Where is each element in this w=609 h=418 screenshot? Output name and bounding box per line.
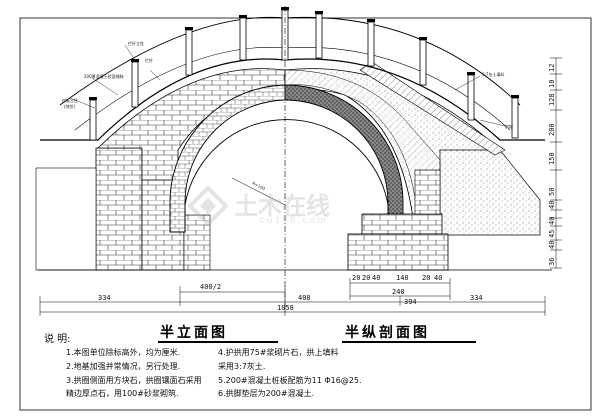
notes-heading: 说 明: xyxy=(44,334,71,345)
watermark: 土木在线 co188.com xyxy=(187,185,330,230)
note-item: 采用3:7灰土. xyxy=(218,362,266,371)
watermark-logo-icon xyxy=(187,185,229,227)
note-item: 6.拱脚垫层为200#混凝土. xyxy=(218,389,315,398)
dim-base-e: 40 xyxy=(434,274,442,282)
arch-intrados xyxy=(184,119,389,232)
vertical-dimensions xyxy=(550,57,562,269)
radius-leader xyxy=(231,177,286,206)
note-item: 3.拱圈侧面用方块石，拱圈镶面石采用 xyxy=(66,376,202,385)
watermark-sub-text: co188.com xyxy=(260,216,328,226)
dim-base-d: 20 xyxy=(422,274,430,282)
right-view-title: 半纵剖面图 xyxy=(345,325,430,341)
dim-left-span: 334 xyxy=(98,294,111,302)
dim-v-lower: 150 xyxy=(548,152,556,165)
callout-parapet: 栏板立柱 xyxy=(62,97,78,103)
dim-base-a: 20 xyxy=(352,274,360,282)
dim-half-opening: 400/2 xyxy=(200,283,221,291)
dim-center-span: 400 xyxy=(298,294,311,302)
note-item: 5.200#混凝土桩板配筋为11 Φ16@25. xyxy=(218,376,362,385)
watermark-main-text: 土木在线 xyxy=(234,192,330,220)
dim-v-45: 45 xyxy=(548,230,556,238)
sheet-border xyxy=(19,17,592,411)
right-foundation-upper xyxy=(361,213,443,235)
callout-deck-layer: 200厚混凝土桥面铺装 xyxy=(84,73,124,79)
note-item: 精边厚点石，用100#砂浆砌筑. xyxy=(66,389,179,398)
dim-v-50: 50 xyxy=(548,188,556,196)
callout-slope: 护坡 xyxy=(505,123,513,129)
right-foundation-lower xyxy=(347,233,449,271)
dim-right-span: 334 xyxy=(470,294,483,302)
note-item: 4.护拱用75#浆砌片石，拱上填料 xyxy=(218,348,339,357)
left-view-title: 半立面图 xyxy=(160,325,228,341)
dim-total-width: 1058 xyxy=(277,304,294,312)
bottom-dimensions xyxy=(39,278,546,316)
dim-v-40a: 40 xyxy=(548,201,556,209)
dim-v-36: 36 xyxy=(548,258,556,266)
left-view-title-underline xyxy=(158,341,278,343)
right-footing-pad xyxy=(414,169,441,215)
dim-base-b: 20 xyxy=(362,274,370,282)
dim-base-mid: 140 xyxy=(396,274,409,282)
dim-v-40c: 40 xyxy=(548,241,556,249)
right-embankment xyxy=(439,149,541,236)
callout-curb: (地伏) xyxy=(64,103,76,109)
callout-railing: 栏杆 xyxy=(145,57,153,63)
dim-v-upper: 128 xyxy=(548,93,556,106)
right-view-title-underline xyxy=(342,341,476,343)
callout-fill: 3:7灰土填料 xyxy=(482,71,504,77)
callout-railing-post: 栏杆立柱 xyxy=(128,40,144,46)
note-item: 1.本图单位除标高外，均为厘米. xyxy=(66,348,181,357)
dim-foot-total: 394 xyxy=(404,298,417,306)
dim-base-total: 240 xyxy=(392,288,405,296)
dim-v-40b: 40 xyxy=(548,217,556,225)
dim-v-top-a: 12 xyxy=(548,64,556,72)
dim-v-mid: 200 xyxy=(548,123,556,136)
callout-leaders xyxy=(69,44,506,127)
dim-base-c: 40 xyxy=(372,274,380,282)
note-item: 2.地基加强并常情况，另行处理. xyxy=(66,362,181,371)
radius-label: R=160 xyxy=(252,180,267,191)
dim-v-top-b: 10 xyxy=(548,80,556,88)
